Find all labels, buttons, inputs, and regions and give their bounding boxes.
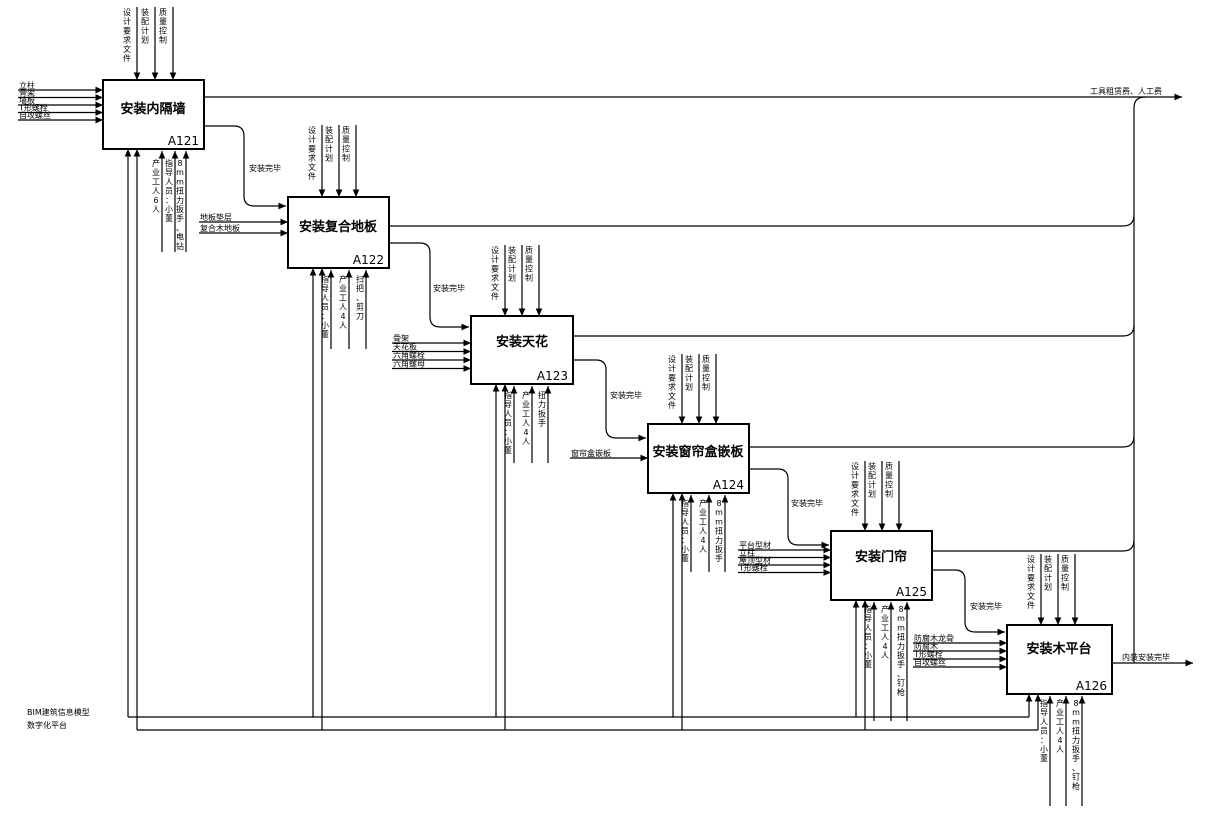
box-code: A125 <box>896 585 927 599</box>
feeder-a122 <box>389 214 1135 227</box>
platform-label-bim: BIM建筑信息模型 <box>27 707 90 717</box>
control-label: 装配计划 <box>508 245 516 283</box>
control-label: 设计要求文件 <box>123 7 131 63</box>
transition-label: 安装完毕 <box>791 498 823 508</box>
box-title: 安装天花 <box>496 334 548 350</box>
control-label: 设计要求文件 <box>491 245 499 301</box>
box-code: A123 <box>537 369 568 383</box>
transition-line-4 <box>749 468 829 549</box>
control-label: 质量控制 <box>702 354 710 392</box>
input-label: 自攻螺丝 <box>914 657 946 667</box>
box-title: 安装复合地板 <box>299 219 378 235</box>
box-a122: 安装复合地板 A122 <box>287 196 390 269</box>
transition-label: 安装完毕 <box>970 601 1002 611</box>
control-label: 装配计划 <box>325 125 333 163</box>
box-title: 安装窗帘盒嵌板 <box>652 444 744 460</box>
box-code: A122 <box>353 253 384 267</box>
control-label: 质量控制 <box>885 461 893 499</box>
transition-line-1 <box>204 125 286 210</box>
box-a125: 安装门帘 A125 <box>830 530 933 601</box>
control-label: 装配计划 <box>685 354 693 392</box>
transition-line-3 <box>573 359 646 442</box>
feeder-a125 <box>932 539 1135 552</box>
platform-label-digital: 数字化平台 <box>27 720 67 730</box>
input-label: 立柱 <box>19 80 35 90</box>
control-label: 设计要求文件 <box>668 354 676 410</box>
input-label: 骨架 <box>393 334 409 343</box>
box-title: 安装内隔墙 <box>120 101 185 117</box>
mechanism-label: 指导人员：小董 <box>504 390 512 455</box>
box-code: A124 <box>713 478 744 492</box>
mechanism-label: 指导人员：小董 <box>681 498 689 563</box>
box-a121: 安装内隔墙 A121 <box>102 79 205 150</box>
mechanism-label: 扭力扳手 <box>538 390 546 428</box>
mechanism-label: 扫把、剪刀 <box>356 274 364 321</box>
transition-label: 安装完毕 <box>249 163 281 173</box>
feeder-a124 <box>749 435 1135 448</box>
mechanism-label: 指导人员：小董 <box>864 604 872 669</box>
box-a124: 安装窗帘盒嵌板 A124 <box>647 423 750 494</box>
feeder-a123 <box>573 324 1135 337</box>
input-label: 地板垫层 <box>200 212 232 222</box>
input-label: 骨架 <box>19 89 35 98</box>
transition-line-2 <box>389 242 469 331</box>
mechanism-label: 指导人员：小董 <box>321 274 329 339</box>
mechanism-label: 指导人员：小董 <box>165 158 173 223</box>
box-title: 安装木平台 <box>1026 641 1091 657</box>
control-label: 装配计划 <box>1044 554 1052 592</box>
box-code: A121 <box>168 134 199 148</box>
box-code: A126 <box>1076 679 1107 693</box>
input-label: 立柱 <box>739 548 755 558</box>
output-label-costs: 工具租赁费、人工费 <box>1090 86 1162 96</box>
control-label: 设计要求文件 <box>308 125 316 181</box>
input-label: 防腐木龙骨 <box>914 633 954 643</box>
input-label: 墙板 <box>19 95 35 105</box>
input-label: T形螺栓 <box>738 563 768 573</box>
mechanism-label: 指导人员：小董 <box>1040 698 1048 763</box>
control-label: 装配计划 <box>141 7 149 45</box>
control-label: 质量控制 <box>159 7 167 45</box>
input-label: 六角螺栓 <box>393 350 425 360</box>
output-label-final: 内装安装完毕 <box>1122 652 1170 662</box>
input-label: T形螺栓 <box>18 103 48 113</box>
cost-trunk-line <box>1133 96 1146 663</box>
box-a126: 安装木平台 A126 <box>1006 624 1113 695</box>
input-label: T形螺栓 <box>913 649 943 659</box>
control-label: 质量控制 <box>525 245 533 283</box>
input-label: 六角螺母 <box>393 359 425 369</box>
input-label: 屋顶型材 <box>739 555 771 565</box>
input-label: 平台型材 <box>739 540 771 550</box>
transition-label: 安装完毕 <box>610 390 642 400</box>
box-a123: 安装天花 A123 <box>470 315 574 385</box>
control-label: 质量控制 <box>342 125 350 163</box>
input-label: 天花板 <box>393 342 417 352</box>
input-label: 防腐木 <box>914 641 938 651</box>
control-label: 质量控制 <box>1061 554 1069 592</box>
control-label: 装配计划 <box>868 461 876 499</box>
control-label: 设计要求文件 <box>1027 554 1035 610</box>
transition-label: 安装完毕 <box>433 283 465 293</box>
box-title: 安装门帘 <box>855 549 907 565</box>
input-label: 窗帘盒嵌板 <box>571 448 611 458</box>
transition-line-5 <box>932 569 1005 636</box>
input-label: 复合木地板 <box>200 223 240 233</box>
input-label: 自攻螺丝 <box>19 110 51 120</box>
control-label: 设计要求文件 <box>851 461 859 517</box>
